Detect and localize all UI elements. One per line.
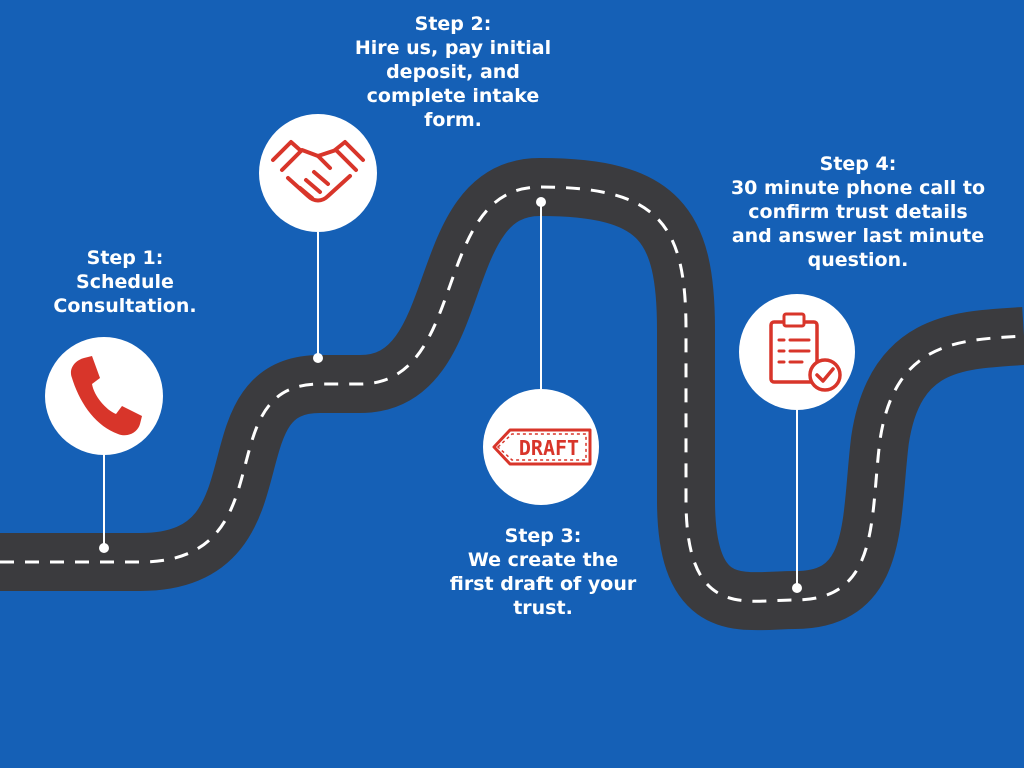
step-1-title: Step 1: — [86, 247, 164, 269]
step-3-label: Step 3: We create the first draft of you… — [428, 524, 658, 620]
connector-step-1 — [99, 450, 109, 553]
draft-stamp-text: DRAFT — [519, 436, 579, 460]
phone-icon — [70, 356, 142, 436]
road — [0, 158, 1024, 631]
step-2-line: form. — [424, 109, 482, 131]
step-4-line: question. — [807, 249, 909, 271]
step-4-line: 30 minute phone call to — [730, 177, 986, 199]
step-4-badge — [739, 294, 855, 410]
step-2-line: complete intake — [366, 85, 540, 107]
step-2-title: Step 2: — [414, 13, 492, 35]
step-3-title: Step 3: — [504, 525, 582, 547]
step-1-badge — [45, 337, 163, 455]
road-center-dashes — [0, 185, 1024, 603]
step-1-label: Step 1: Schedule Consultation. — [20, 246, 230, 318]
step-2-badge — [259, 114, 377, 232]
connector-step-3 — [536, 197, 546, 390]
handshake-icon — [271, 140, 365, 203]
draft-stamp-icon: DRAFT — [492, 428, 592, 466]
step-4-title: Step 4: — [819, 153, 897, 175]
step-4-line: confirm trust details — [748, 201, 968, 223]
step-4-line: and answer last minute — [731, 225, 985, 247]
step-3-line: trust. — [513, 597, 573, 619]
step-3-line: We create the — [467, 549, 619, 571]
step-2-line: Hire us, pay initial — [354, 37, 552, 59]
step-4-label: Step 4: 30 minute phone call to confirm … — [700, 152, 1016, 272]
step-2-line: deposit, and — [386, 61, 520, 83]
connector-step-4 — [792, 410, 802, 593]
step-2-label: Step 2: Hire us, pay initial deposit, an… — [333, 12, 573, 132]
connector-step-2 — [313, 232, 323, 363]
step-1-line: Schedule — [76, 271, 174, 293]
step-3-line: first draft of your — [449, 573, 637, 595]
step-1-line: Consultation. — [53, 295, 197, 317]
step-3-badge: DRAFT — [483, 389, 599, 505]
clipboard-check-icon — [769, 312, 842, 392]
